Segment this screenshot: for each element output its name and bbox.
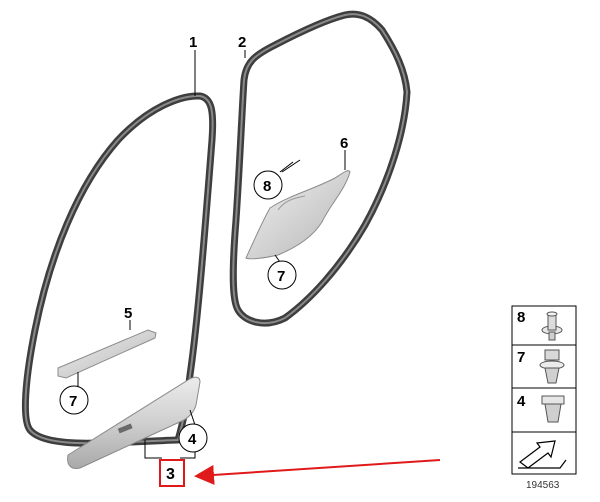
part-label-1: 1: [189, 34, 197, 51]
direction-arrow-icon: [518, 440, 567, 469]
red-pointer-arrow: [194, 459, 441, 485]
clip-nut-icon: [541, 395, 565, 423]
push-clip-icon: [541, 311, 563, 341]
expanding-rivet-icon: [539, 349, 565, 384]
part-label-6: 6: [340, 135, 348, 152]
legend-label-4: 4: [517, 393, 526, 410]
legend-label-7: 7: [517, 349, 525, 366]
part-label-4: 4: [188, 431, 197, 448]
entrance-strip: [67, 376, 201, 469]
part-label-8-callout: 8: [253, 170, 283, 200]
part-label-2: 2: [238, 34, 246, 51]
rear-door-seal: [229, 10, 411, 327]
part-label-3: 3: [166, 466, 175, 483]
pillar-trim-panel: [245, 170, 351, 260]
legend-label-8: 8: [517, 309, 525, 326]
leader-lines: [77, 50, 346, 459]
part-label-7-rear: 7: [277, 268, 285, 285]
part-label-8: 8: [263, 178, 271, 195]
front-sill-trim: [57, 329, 157, 379]
part-label-7-front-callout: 7: [59, 385, 89, 415]
part-label-7-rear-callout: 7: [267, 260, 297, 290]
hardware-legend: 8 7 4: [511, 305, 577, 475]
front-door-seal: [21, 92, 217, 447]
catalog-number: 194563: [526, 480, 560, 491]
part-label-7-front: 7: [69, 393, 77, 410]
part-label-5: 5: [124, 305, 132, 322]
part-label-3-highlight: 3: [159, 459, 185, 487]
part-label-4-callout: 4: [178, 423, 208, 453]
